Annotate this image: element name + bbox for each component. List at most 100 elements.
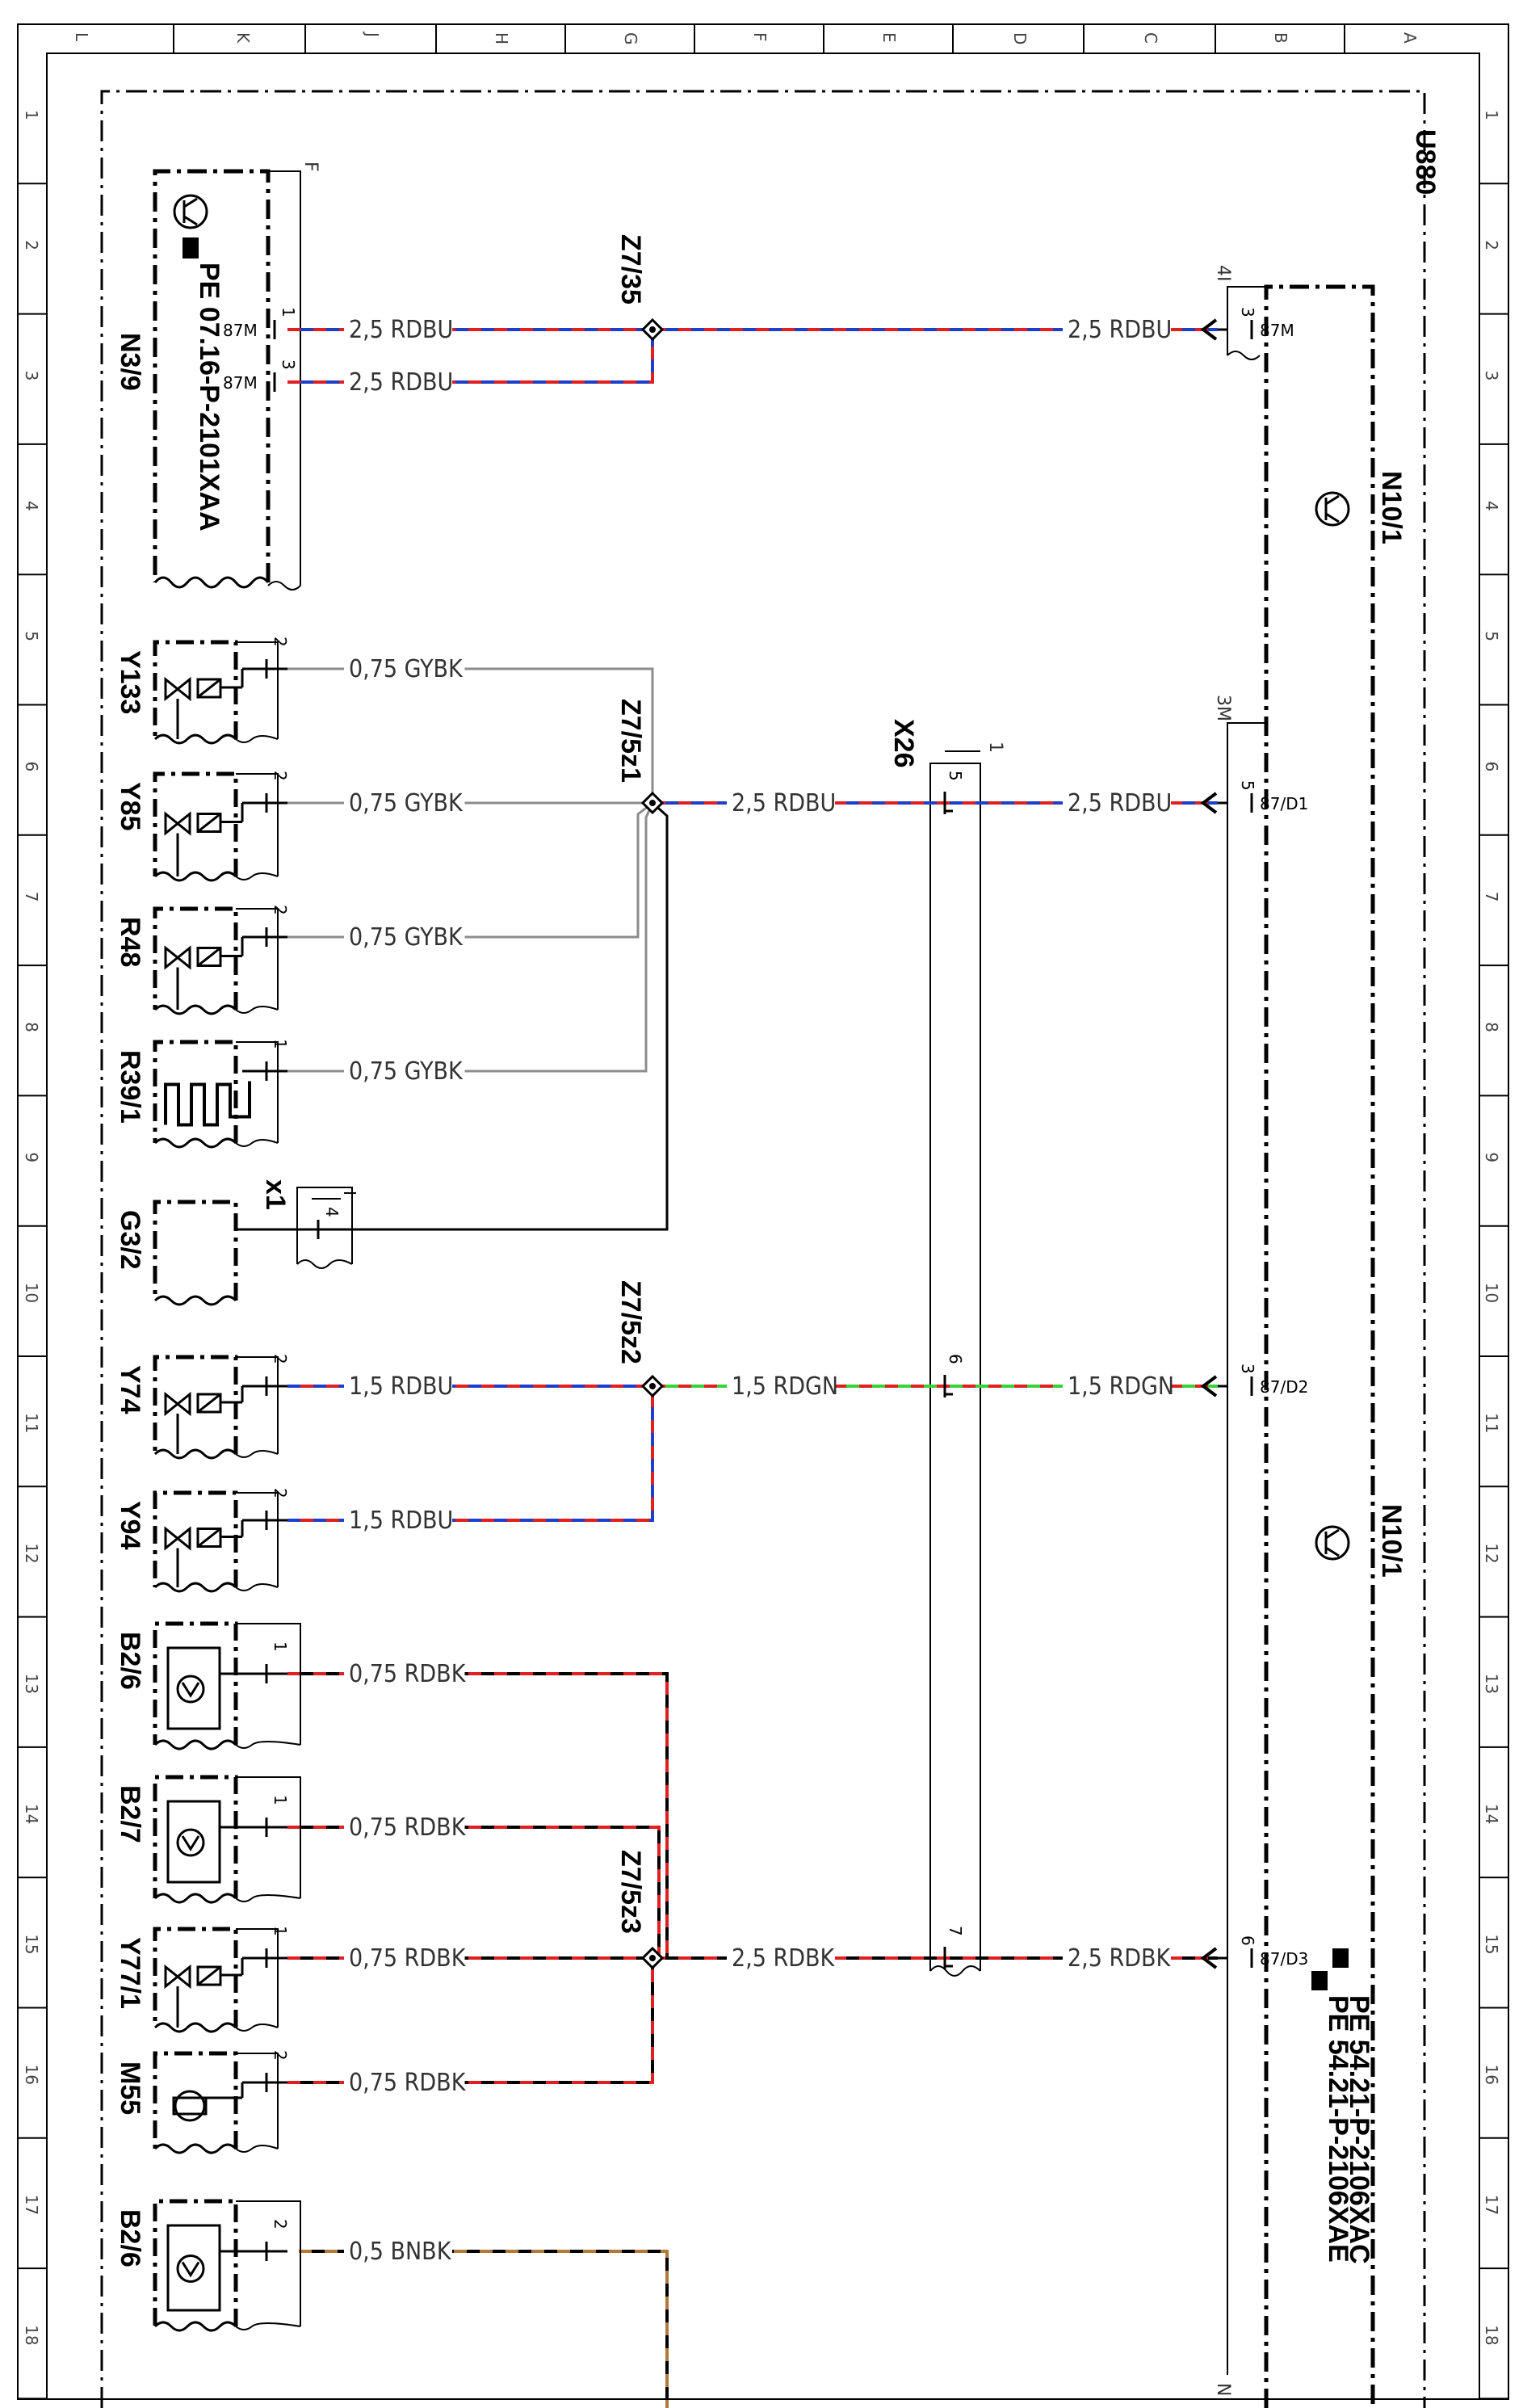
row-number: 5: [1482, 631, 1501, 641]
row-number: 14: [1482, 1804, 1501, 1824]
splice-dot: [649, 800, 656, 806]
wire-label: 2,5 RDBK: [732, 1944, 836, 1973]
component-b2-6: 2B2/6: [115, 2199, 301, 2332]
solenoid-valve-icon: [164, 1958, 244, 2028]
break-line: [153, 2143, 237, 2154]
module-n3-9: F PE 07.16-P-2101XAA N3/9: [115, 162, 321, 590]
component-pin: 2: [271, 637, 290, 647]
n10-1-ref-2: PE 54.21-P-2106XAE: [1323, 1995, 1353, 2263]
row-number: 7: [1482, 892, 1501, 902]
n10-1-label-top: N10/1: [1376, 471, 1407, 544]
wire-label-bg: [344, 2068, 465, 2097]
connector-outline: [236, 773, 279, 876]
component-pin: 1: [271, 1039, 290, 1049]
wire-label-bg: [344, 1372, 452, 1401]
heater-icon: [164, 1081, 251, 1127]
column-letter: G: [621, 32, 640, 45]
wire-label-bg: [1063, 315, 1171, 344]
connector-outline: [236, 1041, 279, 1143]
wire-label-bg: [344, 1506, 452, 1535]
wire-label-bg: [727, 1372, 835, 1401]
transistor-icon: [1315, 1525, 1350, 1561]
break-line: [153, 1004, 237, 1015]
solenoid-valve-icon: [164, 669, 244, 739]
component-pin: 1: [271, 1926, 290, 1936]
splice-label-z7-5z2: Z7/5z2: [615, 1280, 646, 1364]
sheet-frame: [17, 23, 1509, 2400]
wire-label-bg: [1063, 1372, 1171, 1401]
x26-pin: 7: [946, 1926, 965, 1936]
wire-label: 2,5 RDBU: [732, 789, 836, 817]
break-line: [235, 735, 279, 743]
wire-label-bg: [344, 1057, 465, 1086]
reference-hand-icon: [1311, 1971, 1328, 1990]
splice-dot: [649, 1383, 656, 1389]
reference-hand-icon: [183, 237, 199, 258]
break-line: [153, 871, 237, 882]
component-label: B2/6: [115, 2209, 145, 2267]
row-number: 6: [1482, 762, 1501, 772]
component-g3-2: G3/2: [115, 1200, 238, 1306]
component-box: [153, 771, 238, 876]
component-label: Y85: [115, 782, 145, 831]
component-pin: 1: [271, 1641, 290, 1652]
wire-label: 0,5 BNBK: [349, 2238, 452, 2266]
break-line: [153, 1448, 237, 1460]
wire-label-bg: [344, 788, 465, 817]
wire-label: 2,5 RDBU: [1068, 316, 1172, 344]
x1-pin: 4: [322, 1207, 342, 1217]
component-box: [153, 1355, 238, 1454]
sensor-icon: [166, 1800, 266, 1884]
break-line: [235, 1006, 279, 1014]
wire-label: 0,75 RDBK: [349, 1944, 467, 1973]
n3-9-ref: PE 07.16-P-2101XAA: [194, 263, 224, 532]
connector-outline: [236, 908, 279, 1010]
n10-1-connector-3m: 3M: [1213, 695, 1233, 721]
row-number: 13: [1482, 1674, 1501, 1694]
component-pin: 2: [271, 905, 290, 915]
connector-x26: 1 X26: [888, 719, 1005, 1977]
connector-outline: [236, 1492, 279, 1587]
wire-label-bg: [344, 2237, 452, 2266]
component-box: [153, 1775, 238, 1898]
connector-outline: [236, 1623, 301, 1745]
break-line: [235, 1583, 279, 1591]
wire-label: 1,5 RDGN: [732, 1372, 838, 1401]
sensor-icon: [166, 2224, 266, 2312]
column-letter: A: [1400, 32, 1420, 44]
component-pin: 2: [271, 771, 290, 781]
column-letter: L: [72, 32, 91, 42]
component-label: Y133: [115, 650, 145, 714]
break-line: [235, 1139, 279, 1147]
component-label: Y74: [115, 1365, 145, 1414]
break-line: [153, 1137, 237, 1149]
row-number: 8: [22, 1022, 41, 1032]
component-box: [153, 1621, 238, 1745]
x26-label: X26: [888, 719, 919, 768]
splice-label-z7-5z3: Z7/5z3: [615, 1850, 646, 1934]
break-line: [153, 1739, 237, 1750]
wire-b27: [287, 1826, 661, 1958]
motor-icon: [172, 2082, 244, 2122]
component-label: B2/7: [115, 1785, 145, 1843]
n101-pin-number: 3: [1238, 1364, 1257, 1374]
break-line: [153, 1295, 237, 1306]
column-letter: H: [492, 32, 511, 44]
break-line: [235, 2023, 279, 2032]
n10-1-ref-1: PE 54.21-P-2106XAC: [1344, 1995, 1374, 2264]
component-box: [153, 1490, 238, 1587]
wire-b26b: [299, 2250, 669, 2408]
connector-outline: [236, 641, 279, 739]
row-number: 6: [22, 762, 41, 772]
wire-label-bg: [344, 922, 465, 952]
wire-label: 0,75 GYBK: [349, 1057, 464, 1086]
x26-pin: 5: [946, 771, 965, 781]
n101-pin-term: 87M: [1260, 321, 1294, 340]
component-label: Y94: [115, 1501, 145, 1550]
connector-outline: [236, 2200, 301, 2326]
